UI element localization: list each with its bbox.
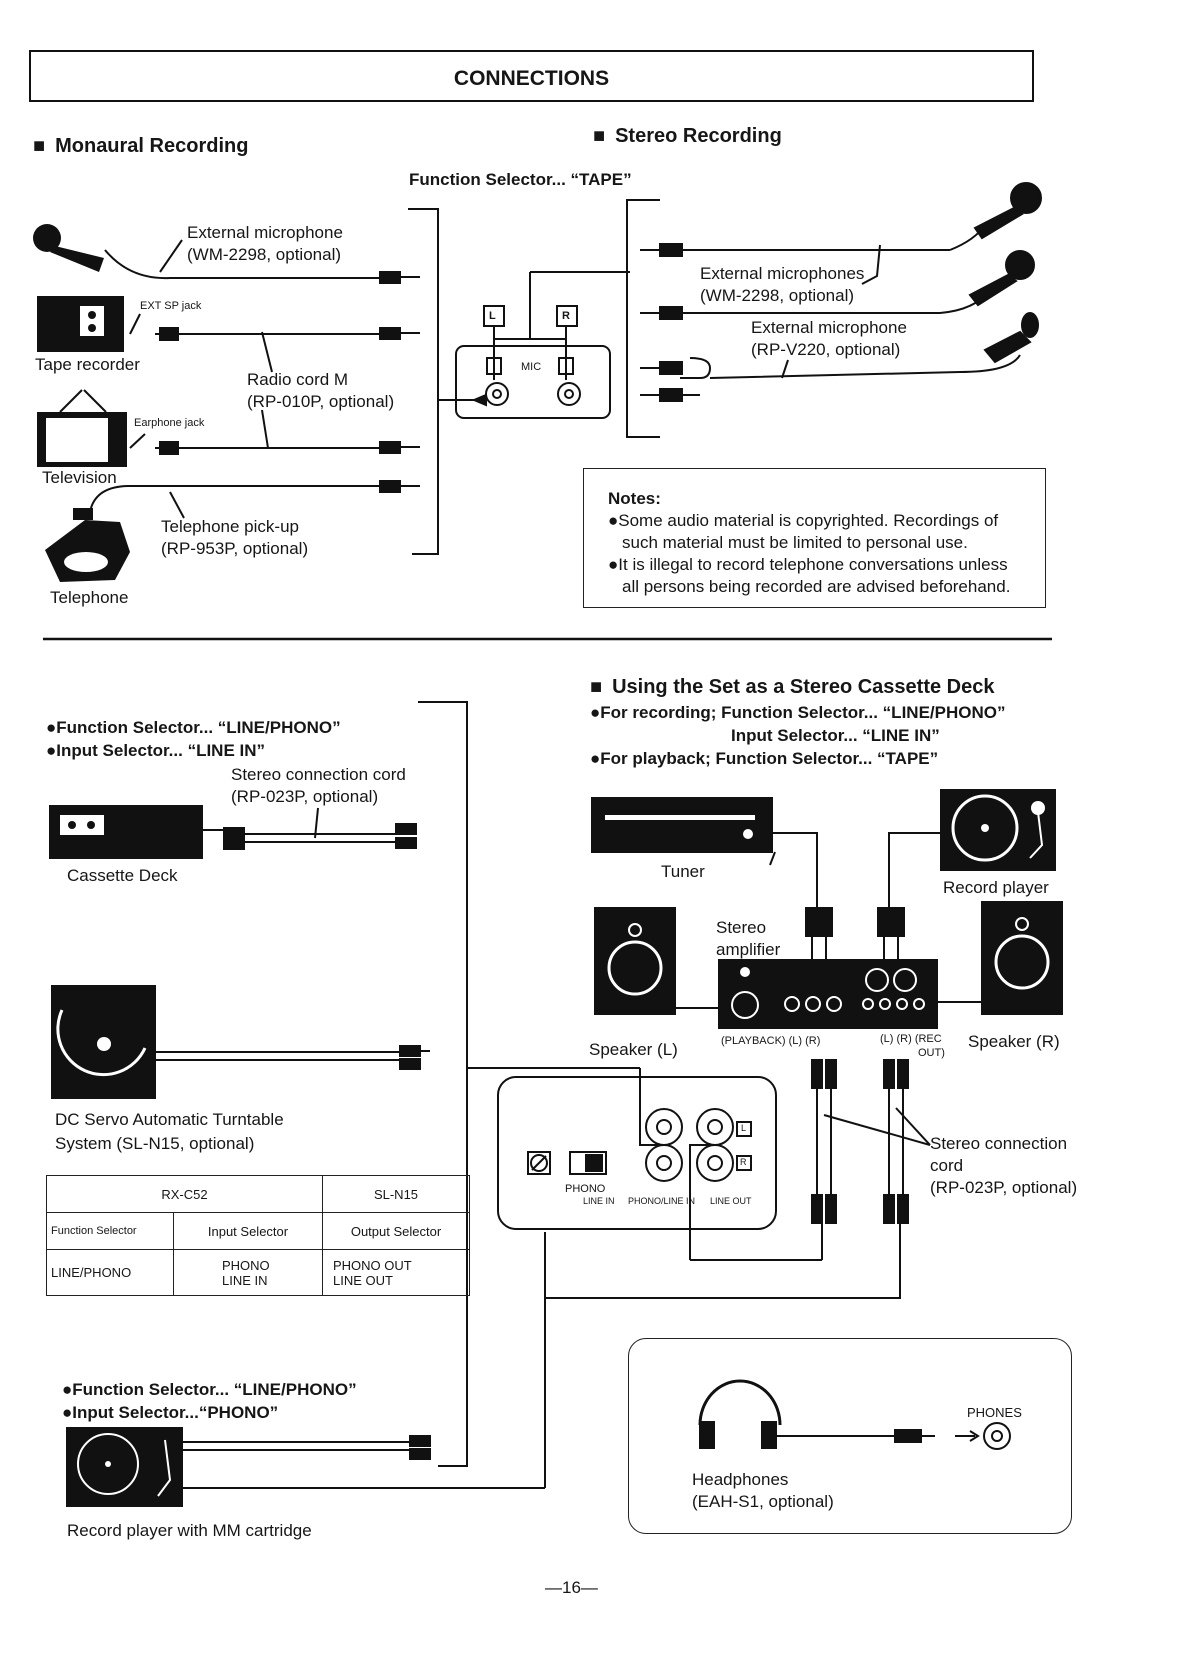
tuner-label: Tuner [661, 862, 705, 881]
note-copyright-line2: such material must be limited to persona… [622, 533, 968, 552]
telephone-pickup-label: Telephone pick-up [161, 517, 299, 536]
jack-l-label: L [489, 310, 496, 322]
headphones-label: Headphones [692, 1470, 789, 1489]
table-cell-input-line: LINE IN [222, 1272, 268, 1288]
headphones-model: (EAH-S1, optional) [692, 1492, 834, 1511]
notes-title: Notes: [608, 489, 661, 508]
page-number: —16— [545, 1578, 598, 1597]
note-telephone-line1: ●It is illegal to record telephone conve… [608, 555, 1008, 574]
jack-r-label: R [562, 310, 570, 322]
earphone-jack-label: Earphone jack [134, 417, 205, 429]
stereo-cord-label: Stereo connection cord [231, 765, 406, 784]
headphones-box [628, 1338, 1072, 1534]
table-header-sl: SL-N15 [321, 1175, 471, 1213]
rec-out-jacks-label: (L) (R) (REC [880, 1033, 942, 1045]
panel-phono-line-in-label: PHONO/LINE IN [628, 1196, 696, 1206]
speaker-right-label: Speaker (R) [968, 1032, 1060, 1051]
playback-function-selector: ●For playback; Function Selector... “TAP… [590, 749, 939, 768]
radio-cord-label: Radio cord M [247, 370, 349, 389]
record-player-mm-label: Record player with MM cartridge [67, 1521, 312, 1540]
record-player-label: Record player [943, 878, 1049, 897]
panel-line-in-label: LINE IN [583, 1196, 615, 1206]
deck-input-selector: ●Input Selector... “LINE IN” [46, 741, 266, 760]
note-copyright-line1: ●Some audio material is copyrighted. Rec… [608, 511, 999, 530]
table-header-rx: RX-C52 [46, 1175, 323, 1213]
rec-out-jacks-label-2: OUT) [918, 1047, 945, 1059]
telephone-pickup-model: (RP-953P, optional) [161, 539, 309, 558]
ext-mics-model: (WM-2298, optional) [700, 286, 855, 305]
panel-l-label: L [741, 1123, 747, 1133]
ext-mic-v220-model: (RP-V220, optional) [751, 340, 901, 359]
ext-mic-v220-label: External microphone [751, 318, 907, 337]
radio-cord-model: (RP-010P, optional) [247, 392, 395, 411]
speaker-left-label: Speaker (L) [589, 1040, 678, 1059]
cassette-deck-label: Cassette Deck [67, 866, 178, 885]
recording-input-selector: Input Selector... “LINE IN” [731, 726, 940, 745]
ext-mic-label: External microphone [187, 223, 343, 242]
table-cell-input-phono: PHONO [222, 1257, 270, 1273]
ext-mics-label: External microphones [700, 264, 865, 283]
stereo-cord-model: (RP-023P, optional) [231, 787, 379, 806]
turntable-label: DC Servo Automatic Turntable [55, 1110, 284, 1129]
panel-r-label: R [740, 1157, 747, 1167]
ext-sp-jack-label: EXT SP jack [140, 300, 202, 312]
table-cell-output-line: LINE OUT [332, 1272, 393, 1288]
amplifier-label-line2: amplifier [716, 940, 781, 959]
table-cell-function: LINE/PHONO [46, 1249, 174, 1296]
panel-line-out-label: LINE OUT [710, 1196, 752, 1206]
page-title: CONNECTIONS [453, 67, 610, 90]
notes-box: Notes: ●Some audio material is copyright… [583, 468, 1046, 608]
turntable-model: System (SL-N15, optional) [55, 1134, 255, 1153]
mic-jack-label: MIC [519, 361, 544, 374]
table-col-input: Input Selector [173, 1212, 323, 1250]
stereo-connection-cord-model: (RP-023P, optional) [930, 1178, 1078, 1197]
amplifier-label-line1: Stereo [716, 918, 767, 937]
phones-jack-label: PHONES [967, 1405, 1022, 1420]
table-col-function: Function Selector [46, 1212, 174, 1250]
panel-phono-label: PHONO [565, 1183, 606, 1195]
ext-mic-model: (WM-2298, optional) [187, 245, 342, 264]
television-label: Television [42, 468, 117, 487]
monaural-heading: Monaural Recording [33, 135, 248, 158]
note-telephone-line2: all persons being recorded are advised b… [622, 577, 1011, 596]
function-selector-tape: Function Selector... “TAPE” [409, 170, 632, 189]
table-cell-output-phono: PHONO OUT [332, 1257, 412, 1273]
playback-jacks-label: (PLAYBACK) (L) (R) [721, 1035, 821, 1047]
selector-table: RX-C52 SL-N15 Function Selector Input Se… [46, 1175, 471, 1296]
deck-function-selector: ●Function Selector... “LINE/PHONO” [46, 718, 341, 737]
stereo-heading: Stereo Recording [593, 125, 782, 148]
telephone-label: Telephone [50, 588, 129, 607]
tape-recorder-label: Tape recorder [35, 355, 140, 374]
recording-function-selector: ●For recording; Function Selector... “LI… [590, 703, 1006, 722]
table-col-output: Output Selector [321, 1212, 471, 1250]
stereo-connection-cord-label: Stereo connection [930, 1134, 1068, 1153]
stereo-connection-cord-label-2: cord [930, 1156, 964, 1175]
cassette-use-heading: Using the Set as a Stereo Cassette Deck [590, 676, 994, 699]
page-title-box: CONNECTIONS [29, 50, 1034, 102]
phono-input-selector: ●Input Selector...“PHONO” [62, 1403, 279, 1422]
phono-function-selector: ●Function Selector... “LINE/PHONO” [62, 1380, 357, 1399]
